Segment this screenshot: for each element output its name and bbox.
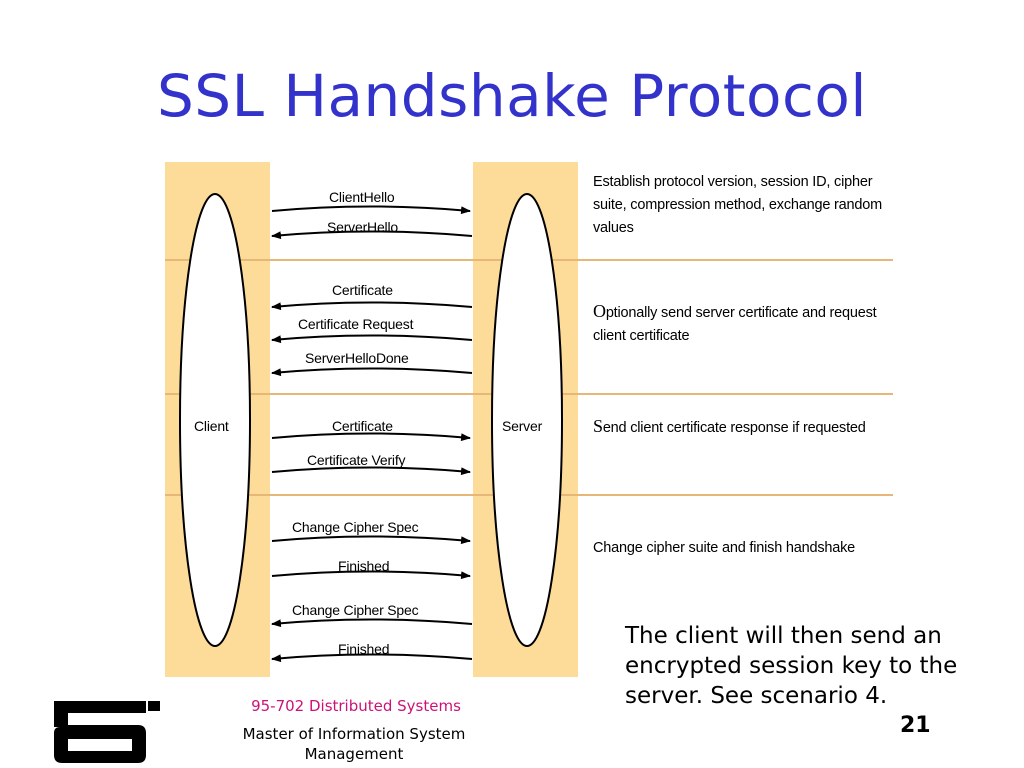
- phase-description-4: Change cipher suite and finish handshake: [593, 537, 893, 560]
- message-arrow-client-to-server: [271, 535, 471, 545]
- phase-description-initial: S: [593, 416, 603, 436]
- footer-program: Master of Information System Management: [242, 725, 466, 763]
- client-label: Client: [194, 418, 229, 434]
- phase-description-initial: O: [593, 301, 606, 321]
- message-label-server-hello: ServerHello: [327, 219, 398, 235]
- university-logo: [54, 701, 160, 763]
- message-arrow-server-to-client: [271, 653, 473, 663]
- phase-description-text: ptionally send server certificate and re…: [593, 305, 877, 344]
- footer-course: 95-702 Distributed Systems: [251, 697, 461, 715]
- message-arrow-server-to-client: [271, 230, 473, 240]
- phase-description-1: Establish protocol version, session ID, …: [593, 171, 893, 240]
- phase-description-text: Change cipher suite and finish handshake: [593, 540, 856, 556]
- message-arrow-client-to-server: [271, 205, 471, 215]
- page-number: 21: [900, 713, 931, 738]
- slide-title: SSL Handshake Protocol: [156, 62, 867, 130]
- server-ellipse: [491, 193, 563, 647]
- message-label-certificate-request: Certificate Request: [298, 316, 414, 332]
- message-label-server-certificate: Certificate: [332, 282, 393, 298]
- message-arrow-client-to-server: [271, 466, 471, 476]
- client-ellipse: [179, 193, 251, 647]
- message-label-server-finished: Finished: [338, 641, 390, 657]
- message-arrow-client-to-server: [271, 432, 471, 442]
- message-label-client-finished: Finished: [338, 558, 390, 574]
- message-arrow-server-to-client: [271, 334, 473, 344]
- message-label-client-hello: ClientHello: [329, 189, 395, 205]
- message-label-server-change-cipher-spec: Change Cipher Spec: [292, 602, 419, 618]
- phase-description-2: Optionally send server certificate and r…: [593, 300, 893, 348]
- scenario-note: The client will then send an encrypted s…: [625, 623, 958, 709]
- message-label-client-certificate: Certificate: [332, 418, 393, 434]
- message-arrow-client-to-server: [271, 570, 471, 580]
- message-arrow-server-to-client: [271, 367, 473, 377]
- message-arrow-server-to-client: [271, 301, 473, 311]
- message-arrow-server-to-client: [271, 618, 473, 628]
- server-label: Server: [502, 418, 543, 434]
- phase-description-text: end client certificate response if reque…: [602, 420, 866, 436]
- phase-description-text: Establish protocol version, session ID, …: [593, 174, 883, 236]
- phase-description-3: Send client certificate response if requ…: [593, 415, 893, 440]
- message-label-certificate-verify: Certificate Verify: [307, 452, 406, 468]
- message-label-client-change-cipher-spec: Change Cipher Spec: [292, 519, 419, 535]
- message-label-server-hello-done: ServerHelloDone: [305, 350, 409, 366]
